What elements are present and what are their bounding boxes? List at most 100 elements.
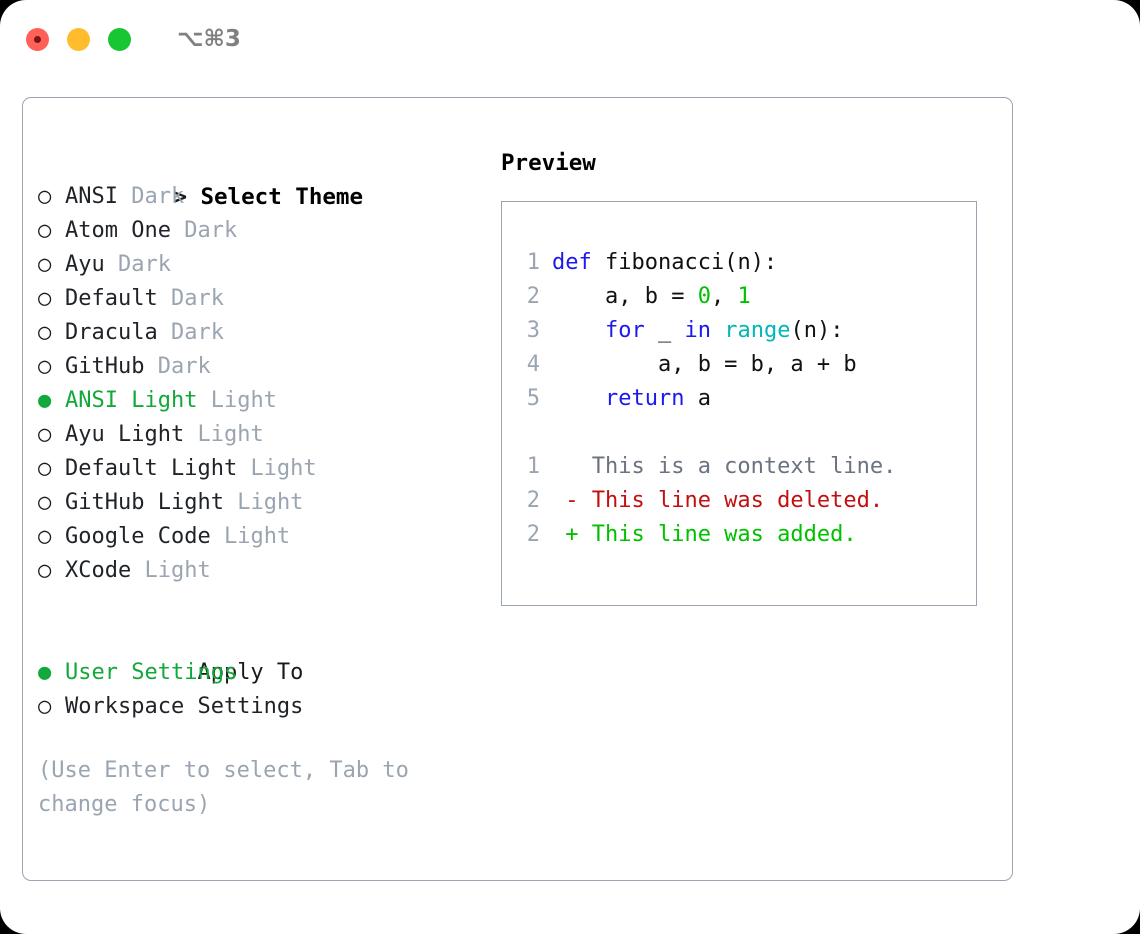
- theme-option-ansi-light[interactable]: ●ANSI Light Light: [38, 384, 478, 418]
- apply-to-option-list: ● User Settings ○ Workspace Settings: [38, 656, 478, 724]
- code-token: 1: [737, 284, 751, 309]
- radio-unselected-icon[interactable]: ○: [38, 286, 52, 311]
- theme-option-list: ○ ANSI Dark ○ Atom One Dark ○ Ayu Dark ○ Defaul…: [38, 180, 478, 588]
- code-line: 1 def fibonacci(n):: [518, 246, 896, 280]
- radio-unselected-icon[interactable]: ○: [38, 184, 52, 209]
- close-window-button[interactable]: [26, 27, 49, 51]
- code-token: fibonacci(n):: [591, 250, 778, 275]
- traffic-light-group: [26, 27, 131, 51]
- apply-to-option-workspace-settings[interactable]: ○ Workspace Settings: [38, 690, 478, 724]
- theme-option-variant: Dark: [170, 320, 224, 345]
- radio-unselected-icon[interactable]: ○: [38, 524, 52, 549]
- radio-unselected-icon[interactable]: ○: [38, 252, 52, 277]
- keyboard-shortcut-label: ⌥⌘3: [177, 26, 241, 52]
- theme-option-variant: Light: [144, 558, 211, 583]
- code-line: 2 a, b = 0, 1: [518, 280, 896, 314]
- main-panel: > Select Theme ○ ANSI Dark ○ Atom One Dark ○ A…: [22, 97, 1013, 881]
- theme-option-ansi[interactable]: ○ ANSI Dark: [38, 180, 478, 214]
- theme-option-github[interactable]: ○GitHub Dark: [38, 350, 478, 384]
- theme-option-label: GitHub: [65, 354, 145, 379]
- maximize-window-button[interactable]: [108, 27, 131, 51]
- code-token: (n):: [790, 318, 844, 343]
- code-token: a, b =: [552, 284, 698, 309]
- radio-selected-icon[interactable]: ●: [38, 660, 52, 685]
- theme-option-variant: Light: [250, 456, 317, 481]
- radio-unselected-icon[interactable]: ○: [38, 422, 52, 447]
- radio-unselected-icon[interactable]: ○: [38, 558, 52, 583]
- radio-unselected-icon[interactable]: ○: [38, 456, 52, 481]
- diff-line-add: 2 + This line was added.: [518, 518, 896, 552]
- line-number: 2: [526, 522, 540, 547]
- theme-option-google-code[interactable]: ○ Google Code Light: [38, 520, 478, 554]
- apply-to-option-label: Workspace Settings: [65, 694, 304, 719]
- select-theme-header: > Select Theme: [38, 146, 478, 210]
- code-token: def: [552, 250, 592, 275]
- theme-option-default[interactable]: ○ Default Dark: [38, 282, 478, 316]
- theme-option-variant: Dark: [118, 252, 171, 277]
- code-token: ,: [710, 284, 738, 309]
- title-bar: ⌥⌘3: [0, 0, 1140, 78]
- theme-option-default-light[interactable]: ○ Default Light Light: [38, 452, 478, 486]
- theme-option-github-light[interactable]: ○GitHub Light Light: [38, 486, 478, 520]
- code-token: for: [604, 318, 645, 343]
- apply-to-option-label: User Settings: [65, 660, 238, 685]
- theme-option-dracula[interactable]: ○Dracula Dark: [38, 316, 478, 350]
- theme-option-label: Default Light: [65, 456, 238, 481]
- theme-option-variant: Light: [223, 524, 291, 549]
- code-diff-separator: [518, 416, 896, 450]
- code-token: a, b = b, a + b: [552, 352, 857, 377]
- minimize-window-button[interactable]: [67, 27, 90, 51]
- theme-option-label: ANSI: [65, 184, 118, 209]
- theme-selector-column: > Select Theme ○ ANSI Dark ○ Atom One Dark ○ A…: [38, 146, 478, 822]
- line-number: 1: [526, 454, 540, 479]
- code-token: [711, 318, 724, 343]
- theme-option-variant: Light: [197, 422, 264, 447]
- prompt-caret-icon: >: [173, 184, 188, 210]
- line-number: 1: [526, 250, 540, 275]
- radio-unselected-icon[interactable]: ○: [38, 218, 52, 243]
- radio-unselected-icon[interactable]: ○: [38, 320, 52, 345]
- code-token: range: [724, 318, 791, 343]
- keyboard-hint-text: (Use Enter to select, Tab to change focu…: [38, 758, 409, 817]
- line-number: 2: [526, 488, 540, 513]
- diff-line-text: - This line was deleted.: [552, 488, 884, 513]
- code-token: return: [604, 386, 685, 411]
- diff-line-text: + This line was added.: [552, 522, 857, 547]
- select-theme-header-label: Select Theme: [200, 184, 364, 210]
- theme-option-variant: Dark: [131, 184, 185, 209]
- preview-title: Preview: [501, 150, 596, 176]
- theme-option-label: Atom One: [65, 218, 171, 243]
- code-token: [552, 318, 605, 343]
- theme-option-label: Ayu: [65, 252, 105, 277]
- radio-selected-icon[interactable]: ●: [38, 388, 52, 413]
- code-token: [552, 386, 605, 411]
- line-number: 4: [526, 352, 540, 377]
- code-line: 3 for _ in range(n):: [518, 314, 896, 348]
- theme-option-atom-one[interactable]: ○Atom One Dark: [38, 214, 478, 248]
- code-token: 0: [697, 284, 711, 309]
- theme-option-xcode[interactable]: ○ XCode Light: [38, 554, 478, 588]
- theme-option-label: Default: [65, 286, 158, 311]
- theme-option-variant: Dark: [170, 286, 224, 311]
- code-token: a: [684, 386, 711, 411]
- theme-option-ayu[interactable]: ○ Ayu Dark: [38, 248, 478, 282]
- diff-line-ctx: 1 This is a context line.: [518, 450, 897, 484]
- theme-option-label: Ayu Light: [65, 422, 185, 447]
- line-number: 5: [526, 386, 540, 411]
- code-token: in: [684, 318, 711, 343]
- diff-line-text: This is a context line.: [552, 454, 897, 479]
- theme-option-ayu-light[interactable]: ○ Ayu Light Light: [38, 418, 478, 452]
- code-line: 5 return a: [518, 382, 896, 416]
- theme-option-label: Google Code: [65, 524, 211, 549]
- apply-to-option-user-settings[interactable]: ● User Settings: [38, 656, 478, 690]
- apply-to-header: Apply To: [38, 622, 478, 685]
- code-line: 4 a, b = b, a + b: [518, 348, 896, 382]
- radio-unselected-icon[interactable]: ○: [38, 354, 52, 379]
- radio-unselected-icon[interactable]: ○: [38, 490, 52, 515]
- theme-option-label: XCode: [65, 558, 132, 583]
- radio-unselected-icon[interactable]: ○: [38, 694, 52, 719]
- theme-option-variant: Light: [237, 490, 304, 515]
